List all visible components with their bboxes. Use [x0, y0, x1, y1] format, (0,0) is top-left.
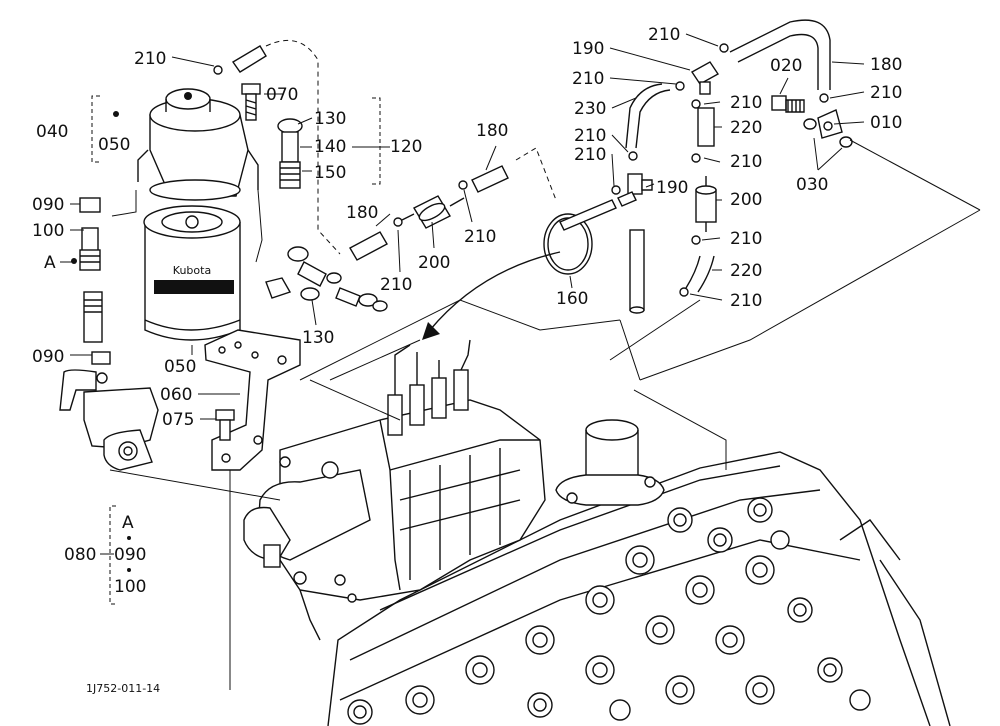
callout-180: 180 [346, 203, 378, 223]
hose-180-right [729, 19, 831, 90]
sediment-200-right [695, 176, 717, 232]
thermostat-housing [555, 419, 665, 506]
callout-090: 090 [114, 545, 146, 565]
callout-080: 080 [64, 545, 96, 565]
callout-230: 230 [574, 99, 606, 119]
fuel-filter-head [137, 88, 259, 201]
callout-120: 120 [390, 137, 422, 157]
fitting-130-lower [265, 246, 388, 312]
bolt-075 [215, 409, 235, 441]
clamp-210-set [213, 43, 829, 297]
callout-210: 210 [572, 69, 604, 89]
callout-210: 210 [730, 291, 762, 311]
callout-labels: 210 070 040 050 130 140 120 150 090 100 … [32, 25, 902, 597]
callout-070: 070 [266, 85, 298, 105]
callout-210: 210 [648, 25, 680, 45]
callout-180: 180 [476, 121, 508, 141]
callout-020: 020 [770, 56, 802, 76]
callout-210: 210 [730, 93, 762, 113]
callout-075: 075 [162, 410, 194, 430]
assembly-outline-lines [109, 139, 981, 690]
head-bolt-holes [347, 497, 871, 725]
sediment-200-middle [401, 195, 465, 229]
callout-220: 220 [730, 261, 762, 281]
callout-210: 210 [380, 275, 412, 295]
callout-100: 100 [32, 221, 64, 241]
fitting-020-010 [771, 95, 853, 148]
hose-220-lower [685, 255, 715, 293]
callout-130: 130 [314, 109, 346, 129]
tee-190-mid [617, 173, 653, 207]
callout-160: 160 [556, 289, 588, 309]
leader-lines [70, 33, 865, 605]
tee-190-top [690, 61, 720, 95]
hose-100-assembly [71, 197, 111, 365]
callout-090: 090 [32, 195, 64, 215]
callout-030: 030 [796, 175, 828, 195]
callout-180: 180 [870, 55, 902, 75]
callout-130: 130 [302, 328, 334, 348]
hose-140-assembly [277, 118, 303, 189]
hose-220-upper [697, 107, 715, 147]
feed-pump [59, 369, 159, 471]
injection-pump [243, 339, 546, 641]
callout-220: 220 [730, 118, 762, 138]
callout-190: 190 [572, 39, 604, 59]
callout-210: 210 [730, 229, 762, 249]
callout-050: 050 [98, 135, 130, 155]
callout-150: 150 [314, 163, 346, 183]
callout-210: 210 [730, 152, 762, 172]
callout-040: 040 [36, 122, 68, 142]
bolt-070 [241, 83, 261, 121]
fuel-line-160 [422, 199, 617, 340]
callout-010: 010 [870, 113, 902, 133]
callout-090: 090 [32, 347, 64, 367]
callout-100: 100 [114, 577, 146, 597]
callout-210: 210 [574, 145, 606, 165]
vertical-pipe [629, 229, 645, 314]
callout-210: 210 [574, 126, 606, 146]
callout-200: 200 [730, 190, 762, 210]
callout-200: 200 [418, 253, 450, 273]
cylinder-head [327, 451, 951, 726]
hose-230 [625, 83, 671, 149]
callout-140: 140 [314, 137, 346, 157]
callout-210: 210 [134, 49, 166, 69]
filter-brand-label: Kubota [173, 264, 211, 277]
callout-A: A [122, 513, 134, 533]
hose-180-middle [231, 45, 509, 261]
callout-060: 060 [160, 385, 192, 405]
callout-050: 050 [164, 357, 196, 377]
drawing-number: 1J752-011-14 [86, 682, 160, 695]
callout-210: 210 [870, 83, 902, 103]
fuel-filter-cartridge: Kubota [143, 205, 241, 341]
callout-190: 190 [656, 178, 688, 198]
callout-210: 210 [464, 227, 496, 247]
callout-A: A [44, 253, 56, 273]
